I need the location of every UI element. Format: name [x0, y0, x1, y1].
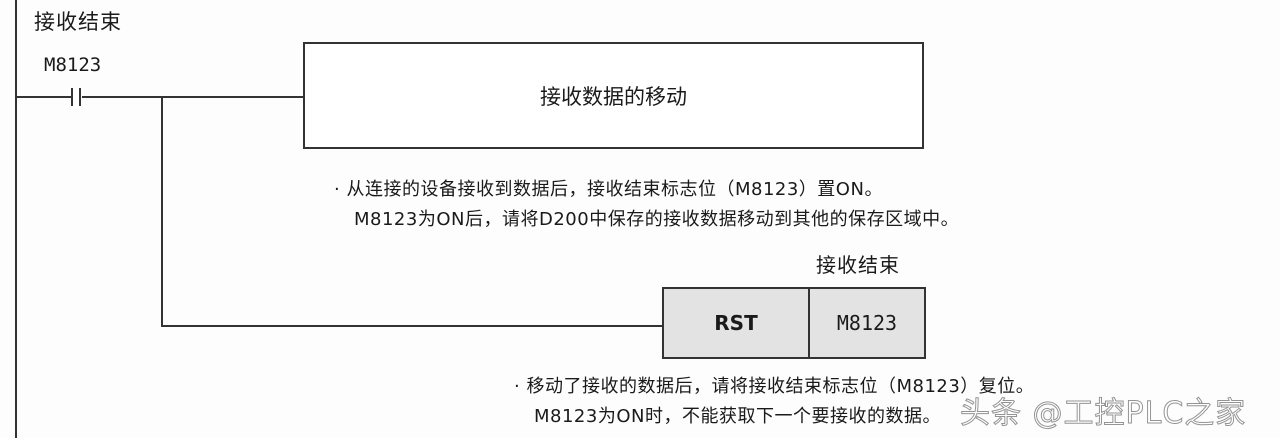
note1-line2: M8123为ON后，请将D200中保存的接收数据移动到其他的保存区域中。 [354, 209, 960, 230]
normally-open-contact-icon[interactable] [70, 88, 84, 106]
rst-instruction-box[interactable]: RST M8123 [662, 287, 926, 359]
bullet: · [334, 179, 341, 200]
move-received-data-box[interactable]: 接收数据的移动 [303, 42, 924, 149]
rung-title: 接收结束 [34, 10, 122, 34]
contact-label: M8123 [44, 54, 102, 76]
left-power-rail [15, 0, 17, 438]
rst-instruction: RST [664, 289, 810, 357]
bullet: · [514, 376, 521, 397]
note2-line2: M8123为ON时，不能获取下一个要接收的数据。 [534, 406, 941, 427]
note1-line1: 从连接的设备接收到数据后，接收结束标志位（M8123）置ON。 [346, 179, 883, 200]
coil-label: 接收结束 [816, 253, 900, 277]
rung-wire-main [82, 96, 304, 98]
move-received-data-label: 接收数据的移动 [540, 84, 687, 109]
note-reset-flag: · 移动了接收的数据后，请将接收结束标志位（M8123）复位。 M8123为ON… [514, 372, 1034, 432]
branch-wire-vertical [161, 96, 163, 327]
rst-operand: M8123 [836, 311, 898, 335]
watermark: 头条 @工控PLC之家 [959, 396, 1247, 432]
note-receive-complete: · 从连接的设备接收到数据后，接收结束标志位（M8123）置ON。 M8123为… [334, 175, 959, 235]
branch-wire-horizontal [161, 325, 663, 327]
note2-line1: 移动了接收的数据后，请将接收结束标志位（M8123）复位。 [526, 376, 1035, 397]
rung-wire-left [16, 96, 71, 98]
